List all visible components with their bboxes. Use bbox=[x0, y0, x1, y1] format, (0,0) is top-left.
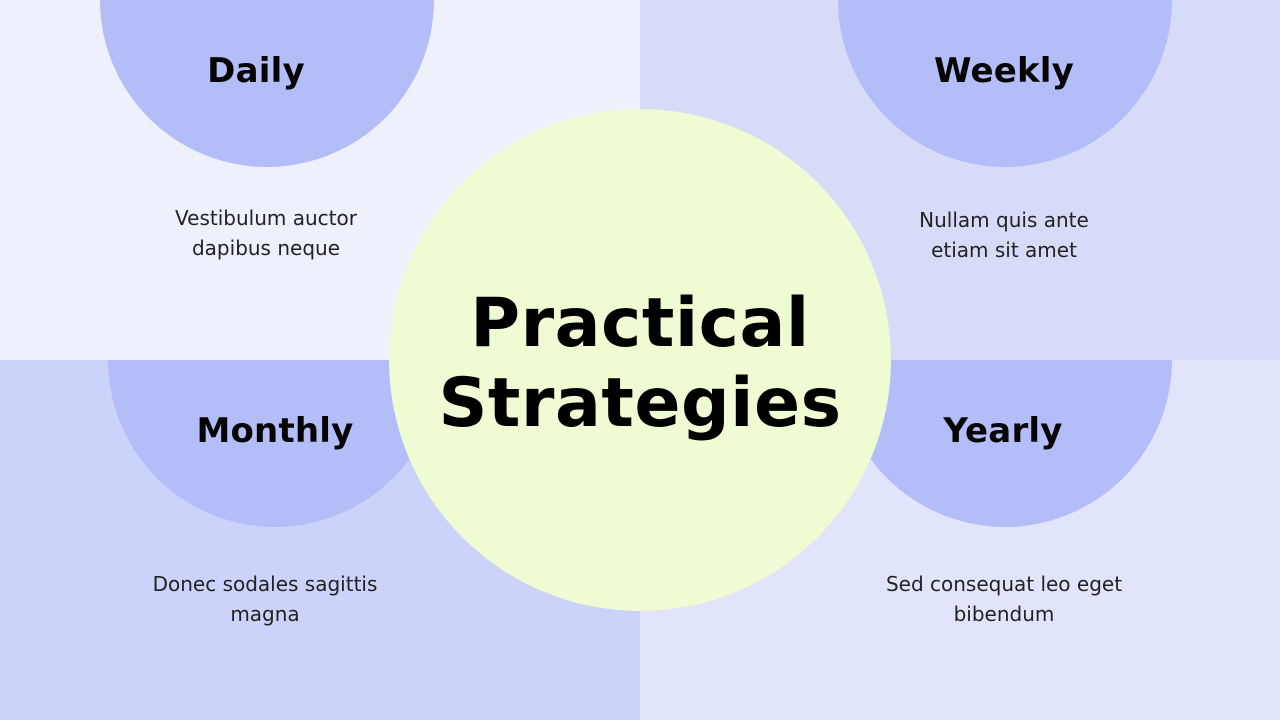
weekly-description-line-2: etiam sit amet bbox=[931, 238, 1077, 262]
daily-heading: Daily bbox=[207, 51, 305, 91]
yearly-description-line-1: Sed consequat leo eget bbox=[885, 572, 1123, 596]
title-line-2: Strategies bbox=[438, 364, 842, 443]
page-title: Practical Strategies bbox=[390, 284, 890, 444]
monthly-description-line-1: Donec sodales sagittis bbox=[152, 572, 378, 596]
monthly-description-line-2: magna bbox=[230, 602, 300, 626]
weekly-description-line-1: Nullam quis ante bbox=[919, 208, 1089, 232]
yearly-description-line-2: bibendum bbox=[953, 602, 1055, 626]
weekly-description: Nullam quis ante etiam sit amet bbox=[844, 205, 1164, 265]
daily-description-line-1: Vestibulum auctor bbox=[175, 206, 357, 230]
monthly-description: Donec sodales sagittis magna bbox=[105, 569, 425, 629]
daily-description: Vestibulum auctor dapibus neque bbox=[106, 203, 426, 263]
daily-description-line-2: dapibus neque bbox=[191, 236, 340, 260]
center-circle bbox=[389, 109, 891, 611]
yearly-description: Sed consequat leo eget bibendum bbox=[844, 569, 1164, 629]
yearly-heading: Yearly bbox=[943, 411, 1063, 451]
weekly-heading: Weekly bbox=[933, 51, 1075, 91]
monthly-heading: Monthly bbox=[196, 411, 354, 451]
title-line-1: Practical bbox=[470, 284, 810, 363]
